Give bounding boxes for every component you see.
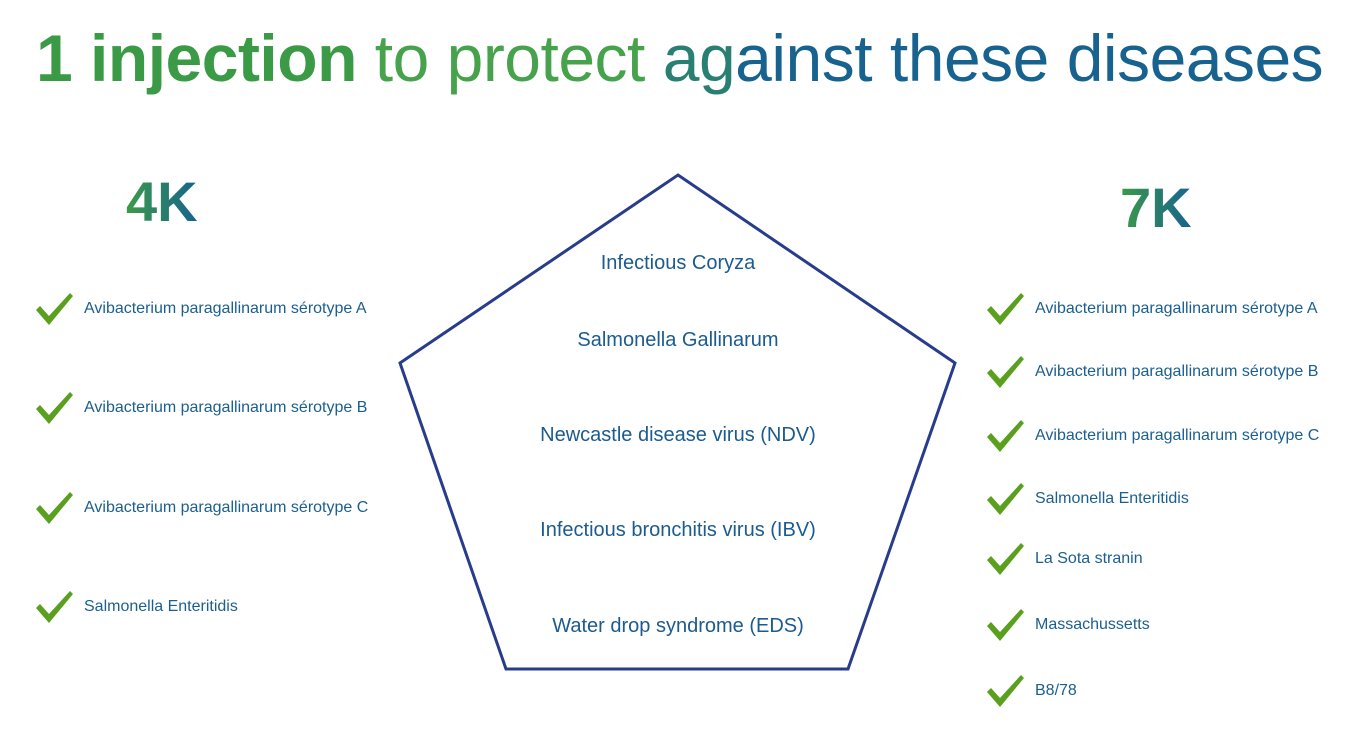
checkmark-icon [987,356,1024,388]
list-item-label: Avibacterium paragallinarum sérotype A [1035,300,1318,317]
checkmark-icon [987,483,1024,515]
disease-item: Newcastle disease virus (NDV) [540,424,816,446]
disease-item: Infectious bronchitis virus (IBV) [540,519,816,541]
checkmark-icon [36,293,73,325]
checkmark-icon [987,609,1024,641]
checkmark-icon [36,591,73,623]
heading-7k: 7K [1120,176,1192,239]
checkmark-icon [987,543,1024,575]
disease-item: Infectious Coryza [600,252,756,274]
checkmark-icon [36,492,73,524]
disease-item: Water drop syndrome (EDS) [552,615,804,637]
title-text-2: ag [662,21,736,95]
list-item-label: Avibacterium paragallinarum sérotype A [84,300,367,317]
list-item-4k-1: Avibacterium paragallinarum sérotype A [34,291,367,327]
list-item-label: Avibacterium paragallinarum sérotype B [1035,363,1319,380]
title-highlight: 1 injection [36,21,357,95]
list-item-7k-2: Avibacterium paragallinarum sérotype B [985,354,1318,390]
list-item-7k-1: Avibacterium paragallinarum sérotype A [985,291,1318,327]
list-item-label: B8/78 [1035,682,1077,699]
list-item-7k-6: Massachussetts [985,607,1150,643]
list-item-4k-2: Avibacterium paragallinarum sérotype B [34,390,367,426]
list-item-label: Avibacterium paragallinarum sérotype B [84,399,368,416]
list-item-7k-5: La Sota stranin [985,541,1143,577]
title-text-3: ainst these diseases [735,21,1324,95]
checkmark-icon [987,293,1024,325]
title-text-1: to protect [374,21,646,95]
list-item-4k-3: Avibacterium paragallinarum sérotype C [34,490,368,526]
disease-item: Salmonella Gallinarum [577,329,779,351]
list-item-7k-3: Avibacterium paragallinarum sérotype C [985,418,1319,454]
heading-4k: 4K [126,170,198,233]
list-item-7k-4: Salmonella Enteritidis [985,481,1189,517]
list-item-label: Salmonella Enteritidis [1035,490,1189,507]
list-item-label: Avibacterium paragallinarum sérotype C [1035,427,1320,444]
checkmark-icon [36,392,73,424]
checkmark-icon [987,675,1024,707]
list-item-label: Salmonella Enteritidis [84,598,238,615]
list-item-4k-4: Salmonella Enteritidis [34,589,238,625]
page-title: 1 injection to protect against these dis… [36,18,1356,98]
checkmark-icon [987,420,1024,452]
list-item-7k-7: B8/78 [985,673,1077,709]
list-item-label: Massachussetts [1035,616,1150,633]
list-item-label: Avibacterium paragallinarum sérotype C [84,499,369,516]
list-item-label: La Sota stranin [1035,550,1143,567]
pentagon-outline [398,173,957,671]
